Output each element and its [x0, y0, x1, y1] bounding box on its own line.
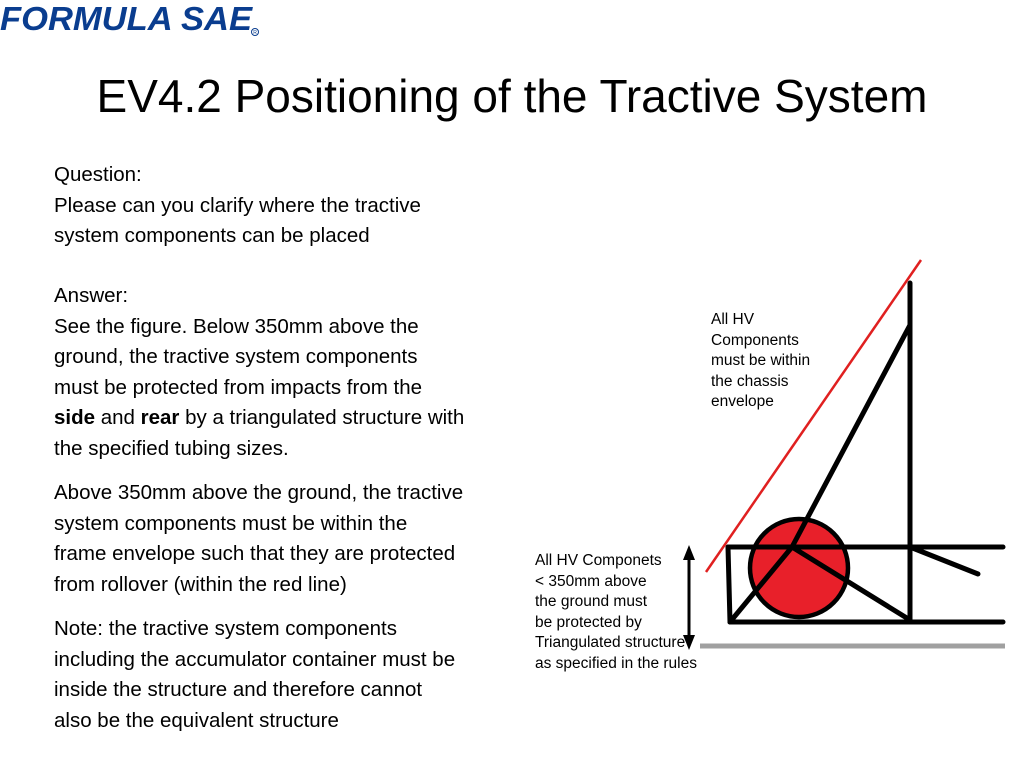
svg-text:R: R	[253, 30, 257, 36]
label-line: as specified in the rules	[535, 654, 697, 672]
answer-text: by a triangulated structure with	[179, 406, 465, 429]
label-line: must be within	[711, 352, 811, 369]
formula-sae-logo: FORMULA SAE R	[0, 0, 259, 37]
answer-heading: Answer:	[54, 284, 129, 307]
above-line: from rollover (within the red line)	[54, 572, 347, 596]
hv-component-circle	[747, 516, 851, 620]
above-line: frame envelope such that they are protec…	[54, 542, 456, 565]
note-line: including the accumulator container must…	[54, 647, 456, 671]
above-line: system components must be within the	[54, 511, 408, 535]
question-line: system components can be placed	[54, 224, 370, 247]
triangulated-frame	[725, 280, 1006, 625]
label-line: All HV Componets	[535, 552, 662, 569]
answer-line: See the figure. Below 350mm above the	[54, 314, 419, 338]
note-line: inside the structure and therefore canno…	[54, 678, 423, 701]
answer-line: ground, the tractive system components	[54, 345, 418, 368]
triangulated-structure-label: All HV Componets < 350mm above the groun…	[535, 551, 735, 674]
answer-line: the specified tubing sizes.	[54, 436, 289, 460]
label-line: be protected by	[535, 613, 642, 631]
answer-line: side and rear by a triangulated structur…	[54, 403, 534, 434]
answer-line: must be protected from impacts from the	[54, 375, 422, 399]
label-line: Components	[711, 331, 799, 349]
label-line: envelope	[711, 393, 774, 410]
question-line: Please can you clarify where the tractiv…	[54, 193, 421, 217]
note-block: Note: the tractive system components inc…	[54, 614, 534, 736]
bold-side: side	[54, 406, 96, 429]
label-line: the chassis	[711, 372, 789, 390]
height-arrow	[683, 545, 695, 650]
page-title: EV4.2 Positioning of the Tractive System	[96, 70, 928, 122]
question-block: Question: Please can you clarify where t…	[54, 160, 534, 252]
note-line: also be the equivalent structure	[54, 708, 339, 732]
above-line: Above 350mm above the ground, the tracti…	[54, 481, 464, 504]
bold-rear: rear	[140, 406, 180, 429]
answer-text: and	[95, 406, 141, 429]
svg-text:FORMULA SAE: FORMULA SAE	[0, 0, 253, 37]
label-line: All HV	[711, 311, 755, 328]
answer-block: Answer: See the figure. Below 350mm abov…	[54, 281, 534, 464]
above-350mm-block: Above 350mm above the ground, the tracti…	[54, 478, 534, 600]
chassis-envelope-label: All HV Components must be within the cha…	[711, 310, 841, 413]
label-line: the ground must	[535, 593, 648, 610]
label-line: Triangulated structure	[535, 634, 686, 651]
label-line: < 350mm above	[535, 572, 647, 590]
question-heading: Question:	[54, 163, 142, 186]
chassis-envelope-line	[704, 259, 923, 573]
note-line: Note: the tractive system components	[54, 617, 397, 640]
